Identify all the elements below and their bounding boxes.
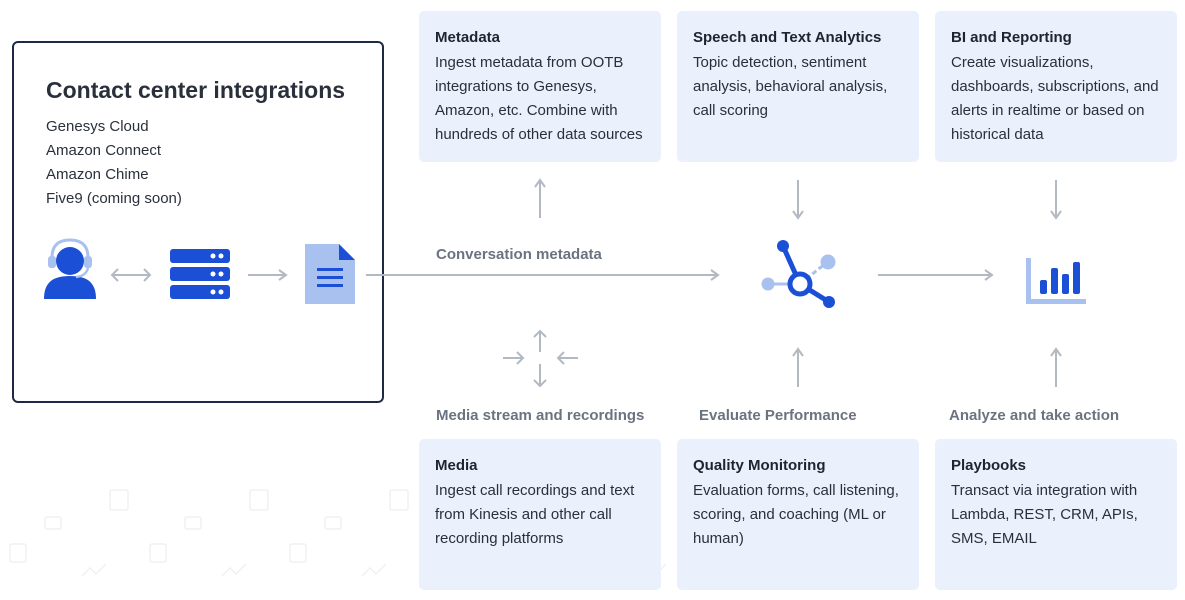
hub-network-icon <box>761 240 836 308</box>
agent-headset-icon <box>44 238 96 299</box>
playbooks-card-body: Transact via integration with Lambda, RE… <box>951 482 1138 547</box>
media-card-body: Ingest call recordings and text from Kin… <box>435 482 635 547</box>
speech-analytics-card: Speech and Text Analytics Topic detectio… <box>677 11 919 162</box>
metadata-card-title: Metadata <box>435 29 501 46</box>
integration-item: Five9 (coming soon) <box>46 190 182 207</box>
integrations-list: Genesys Cloud Amazon Connect Amazon Chim… <box>46 115 182 211</box>
bi-reporting-card-body: Create visualizations, dashboards, subsc… <box>951 54 1159 143</box>
integration-item: Amazon Connect <box>46 142 162 159</box>
double-arrow-icon <box>110 268 152 282</box>
media-card-title: Media <box>435 457 478 474</box>
integrations-title: Contact center integrations <box>46 77 346 103</box>
playbooks-card-title: Playbooks <box>951 457 1027 474</box>
bi-reporting-card: BI and Reporting Create visualizations, … <box>935 11 1177 162</box>
integration-item: Amazon Chime <box>46 166 149 183</box>
integration-item: Genesys Cloud <box>46 118 149 135</box>
media-stream-label: Media stream and recordings <box>436 407 645 424</box>
quality-monitoring-card-body: Evaluation forms, call listening, scorin… <box>693 482 899 547</box>
document-icon <box>305 244 355 304</box>
contact-center-integrations-panel: Contact center integrations Genesys Clou… <box>12 41 384 403</box>
metadata-card-body: Ingest metadata from OOTB integrations t… <box>435 54 643 143</box>
expand-arrows-icon <box>503 329 578 388</box>
media-card: Media Ingest call recordings and text fr… <box>419 439 661 590</box>
server-stack-icon <box>170 249 230 299</box>
bi-reporting-card-title: BI and Reporting <box>951 29 1072 46</box>
playbooks-card: Playbooks Transact via integration with … <box>935 439 1177 590</box>
speech-analytics-card-body: Topic detection, sentiment analysis, beh… <box>693 54 888 119</box>
conversation-metadata-label: Conversation metadata <box>436 246 602 263</box>
metadata-card: Metadata Ingest metadata from OOTB integ… <box>419 11 661 162</box>
bar-chart-icon <box>1026 258 1086 304</box>
evaluate-performance-label: Evaluate Performance <box>699 407 857 424</box>
quality-monitoring-card-title: Quality Monitoring <box>693 457 826 474</box>
quality-monitoring-card: Quality Monitoring Evaluation forms, cal… <box>677 439 919 590</box>
speech-analytics-card-title: Speech and Text Analytics <box>693 29 882 46</box>
analyze-action-label: Analyze and take action <box>949 407 1120 424</box>
